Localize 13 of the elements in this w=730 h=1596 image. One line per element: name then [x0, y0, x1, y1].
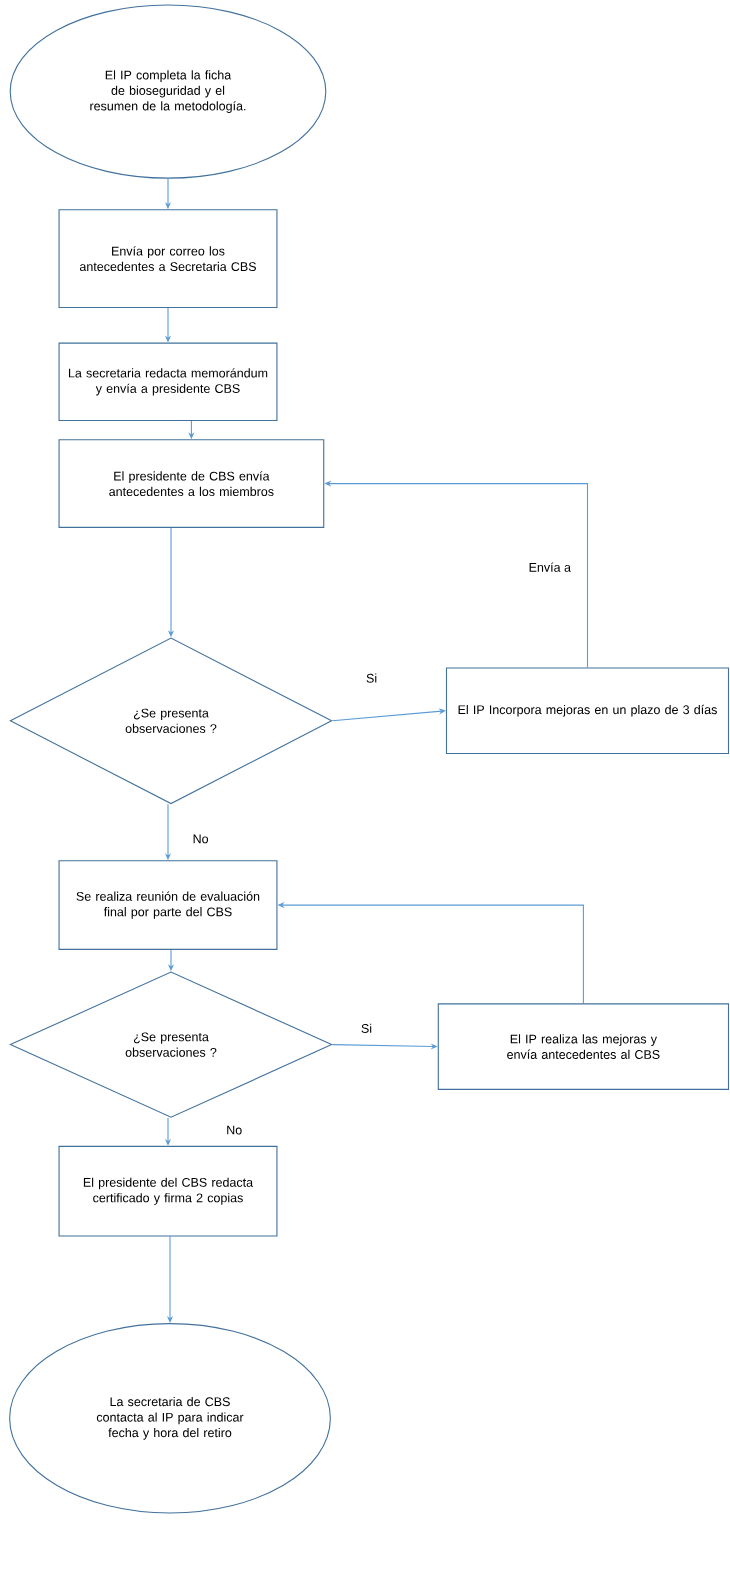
process-box: El presidente del CBS redacta certificado y firma 2 copias	[58, 1145, 278, 1237]
edge-label: No	[225, 1124, 244, 1136]
edge-label: Si	[365, 672, 379, 684]
edge-label: No	[191, 833, 210, 845]
process-box: La secretaria redacta memorándum y envía a presidente CBS	[58, 342, 278, 422]
edge-label: Envía a	[527, 561, 572, 573]
process-box: El IP realiza las mejoras y envía antecedentes al CBS	[437, 1003, 730, 1090]
process-box: Se realiza reunión de evaluación final por parte del CBS	[58, 860, 278, 950]
process-box: El IP Incorpora mejoras en un plazo de 3 días	[445, 667, 730, 754]
process-box: El presidente de CBS envía antecedentes a los miembros	[58, 439, 325, 528]
arrow	[331, 708, 446, 722]
process-box: Envía por correo los antecedentes a Secretaria CBS	[58, 209, 278, 308]
edge-label: Si	[359, 1022, 374, 1034]
